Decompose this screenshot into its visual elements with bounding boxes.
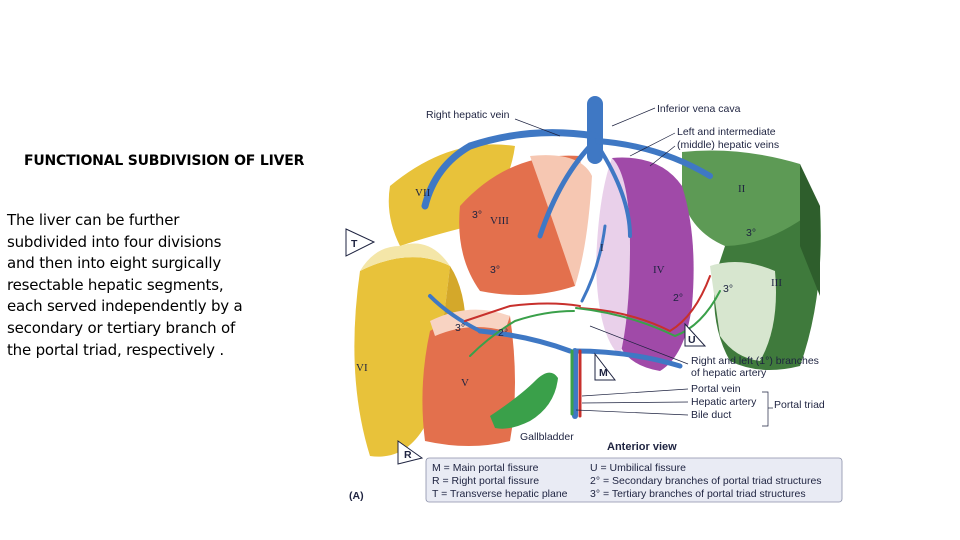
svg-text:(middle) hepatic veins: (middle) hepatic veins — [677, 139, 779, 151]
svg-text:Right hepatic vein: Right hepatic vein — [426, 109, 510, 121]
svg-text:M = Main portal fissure: M = Main portal fissure — [432, 462, 539, 474]
svg-text:M: M — [599, 367, 608, 379]
svg-text:Bile duct: Bile duct — [691, 409, 731, 421]
svg-text:U = Umbilical fissure: U = Umbilical fissure — [590, 462, 686, 474]
portal-triad-branches — [464, 224, 721, 418]
fissure-markers: T R M U — [345, 228, 707, 465]
svg-text:2°: 2° — [498, 327, 508, 339]
svg-text:3°: 3° — [490, 264, 500, 276]
leader-lines — [514, 107, 773, 427]
quadrate-lobe — [596, 157, 694, 371]
svg-text:VI: VI — [356, 362, 368, 374]
right-anterior-lobe — [422, 155, 592, 446]
svg-text:Portal vein: Portal vein — [691, 383, 741, 395]
svg-text:U: U — [688, 334, 696, 346]
left-lateral-lobe — [682, 150, 821, 370]
svg-text:VIII: VIII — [490, 215, 509, 227]
svg-text:3°: 3° — [472, 209, 482, 221]
figure-labels: Right hepatic vein Inferior vena cava Le… — [349, 103, 825, 502]
svg-text:Left and intermediate: Left and intermediate — [677, 126, 776, 138]
hepatic-veins — [421, 96, 713, 419]
gallbladder-shape — [490, 372, 558, 429]
svg-text:(A): (A) — [349, 490, 364, 502]
liver-illustration: Right hepatic vein Inferior vena cava Le… — [345, 96, 843, 503]
slide-title: FUNCTIONAL SUBDIVISION OF LIVER — [24, 153, 305, 169]
svg-text:V: V — [461, 377, 469, 389]
svg-text:of hepatic artery: of hepatic artery — [691, 367, 767, 379]
svg-text:III: III — [771, 277, 782, 289]
svg-text:T: T — [351, 238, 358, 250]
svg-text:IV: IV — [653, 264, 665, 276]
svg-text:T = Transverse hepatic plane: T = Transverse hepatic plane — [432, 488, 568, 500]
svg-text:I: I — [600, 242, 604, 254]
svg-text:Right and left (1°) branches: Right and left (1°) branches — [691, 355, 819, 367]
svg-text:Inferior vena cava: Inferior vena cava — [657, 103, 741, 115]
svg-text:2° = Secondary branches of por: 2° = Secondary branches of portal triad … — [590, 475, 822, 487]
liver-segments-figure: Right hepatic vein Inferior vena cava Le… — [330, 96, 850, 510]
svg-text:3°: 3° — [723, 283, 733, 295]
slide-body-text: The liver can be further subdivided into… — [7, 211, 243, 359]
branch-markers: 3° 3° 3° 3° 3° 2° 2° — [455, 209, 756, 339]
svg-text:Gallbladder: Gallbladder — [520, 431, 574, 443]
figure-key: M = Main portal fissure R = Right portal… — [425, 457, 843, 503]
svg-text:3° = Tertiary branches of port: 3° = Tertiary branches of portal triad s… — [590, 488, 806, 500]
segment-labels: VII VIII II III IV V VI I — [356, 183, 782, 389]
svg-text:3°: 3° — [455, 322, 465, 334]
svg-text:R: R — [404, 449, 412, 461]
svg-text:Anterior view: Anterior view — [607, 441, 677, 453]
svg-text:Portal triad: Portal triad — [774, 399, 825, 411]
svg-text:VII: VII — [415, 187, 431, 199]
svg-text:II: II — [738, 183, 746, 195]
svg-text:R = Right portal fissure: R = Right portal fissure — [432, 475, 539, 487]
svg-text:Hepatic artery: Hepatic artery — [691, 396, 757, 408]
svg-text:2°: 2° — [673, 292, 683, 304]
svg-text:3°: 3° — [746, 227, 756, 239]
